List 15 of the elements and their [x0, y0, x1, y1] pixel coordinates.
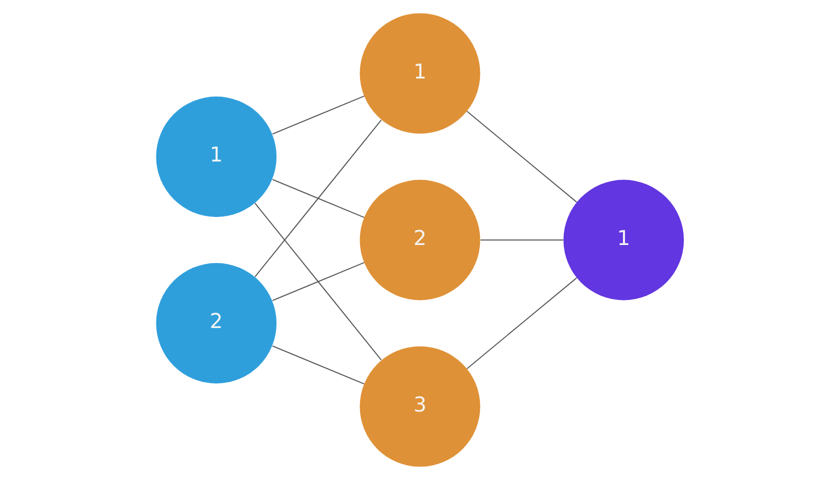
connector: [480, 239, 564, 241]
connector: [466, 278, 577, 370]
connector: [272, 179, 364, 218]
node-circle: 1: [360, 13, 480, 134]
node-circle: 3: [360, 346, 480, 467]
connector: [254, 202, 382, 360]
connector: [254, 120, 382, 278]
connector: [272, 262, 364, 301]
node-circle: 2: [360, 180, 480, 300]
node-circle: 1: [563, 180, 684, 300]
connector: [272, 346, 364, 384]
connector: [466, 110, 577, 202]
node-circle: 1: [156, 96, 277, 217]
connector: [272, 96, 364, 134]
node-circle: 2: [156, 263, 277, 384]
